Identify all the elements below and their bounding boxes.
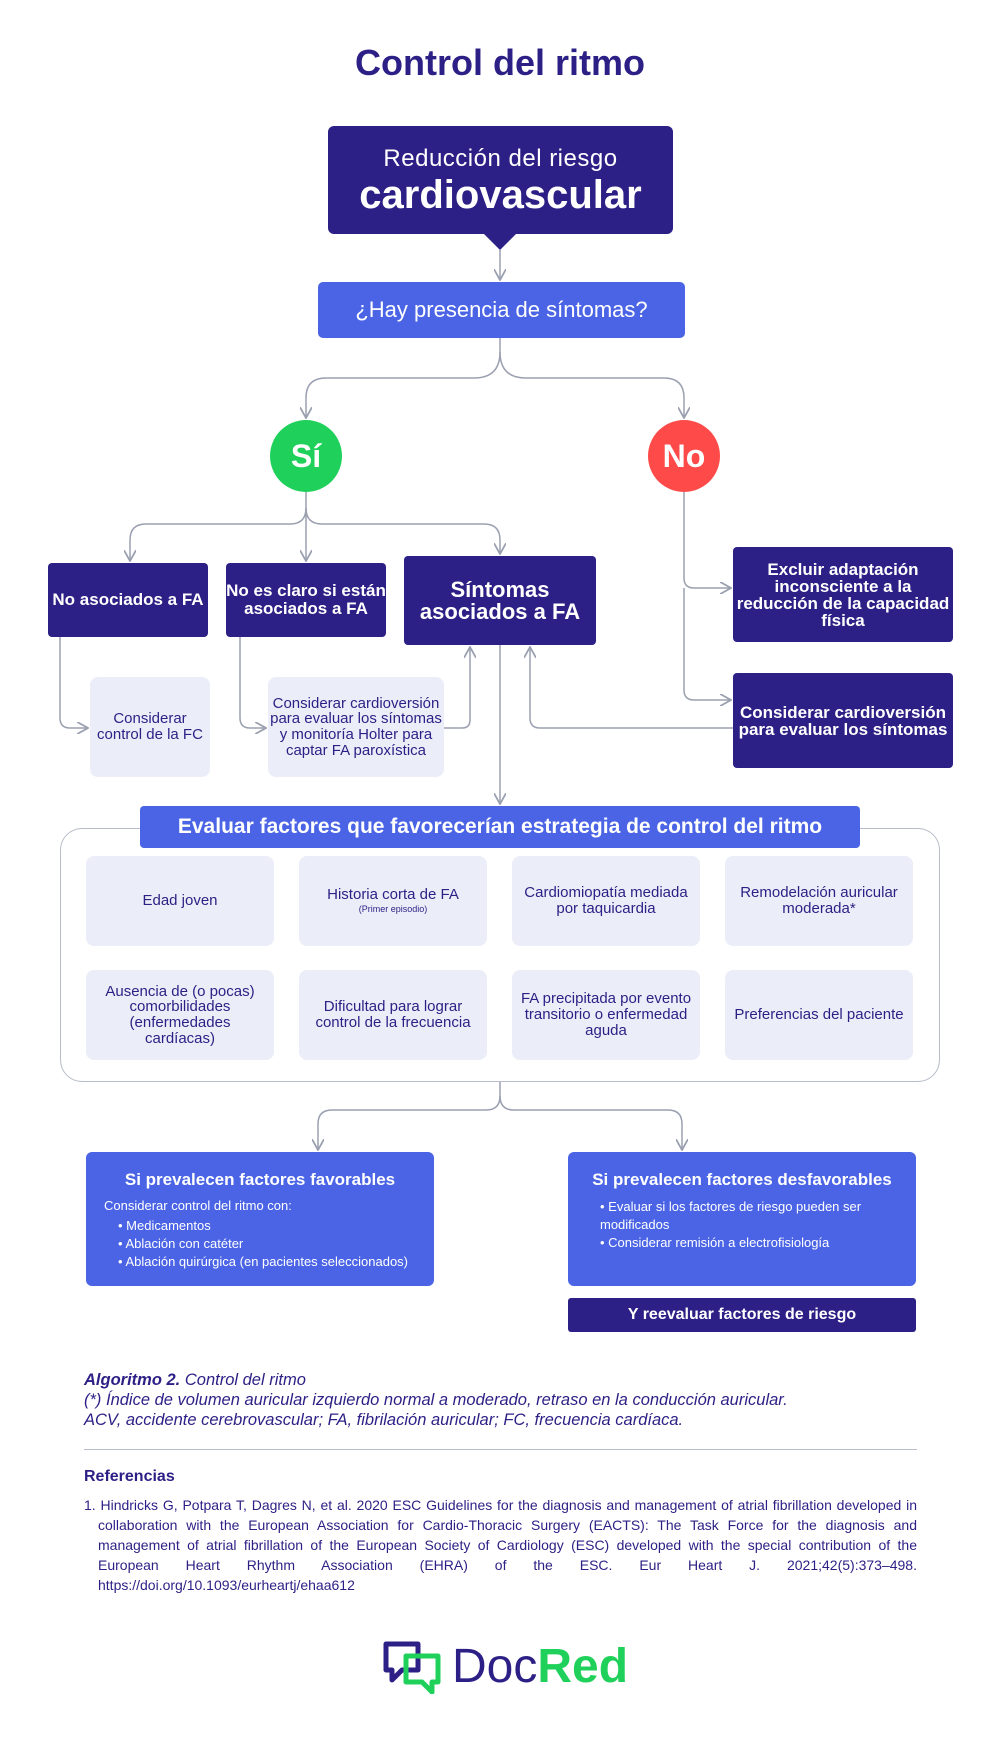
top-box-pointer — [483, 233, 517, 250]
logo-text-doc: Doc — [451, 1639, 538, 1693]
consider-cardioversion-no-box: Considerar cardioversión para evaluar lo… — [733, 673, 953, 768]
caption-note: (*) Índice de volumen auricular izquierd… — [84, 1391, 788, 1410]
yes-node: Sí — [270, 420, 342, 492]
factor-transient-event: FA precipitada por evento transitorio o … — [512, 970, 700, 1060]
list-item: Evaluar si los factores de riesgo pueden… — [600, 1198, 898, 1234]
reference-item: 1. Hindricks G, Potpara T, Dagres N, et … — [84, 1497, 917, 1593]
caption-label: Algoritmo 2. — [84, 1371, 181, 1389]
no-node: No — [648, 420, 720, 492]
caption-title-line: Algoritmo 2. Control del ritmo — [84, 1370, 934, 1390]
symptoms-question: ¿Hay presencia de síntomas? — [318, 282, 685, 338]
divider — [84, 1449, 917, 1450]
caption-title: Control del ritmo — [184, 1371, 306, 1389]
page-title: Control del ritmo — [355, 42, 645, 83]
factor-note: (Primer episodio) — [358, 904, 428, 915]
chat-bubbles-icon — [383, 1641, 441, 1694]
exclude-adaptation-box: Excluir adaptación inconsciente a la red… — [733, 547, 953, 642]
not-associated-box: No asociados a FA — [48, 563, 208, 637]
list-item: Considerar remisión a electrofisiología — [600, 1234, 898, 1252]
references-title: Referencias — [84, 1468, 175, 1485]
unfavorable-title: Si prevalecen factores desfavorables — [592, 1170, 892, 1189]
associated-symptoms-box: Síntomas asociados a FA — [404, 556, 596, 645]
factor-short-history: Historia corta de FA (Primer episodio) — [299, 856, 487, 946]
unfavorable-factors-box: Si prevalecen factores desfavorables Eva… — [568, 1152, 916, 1286]
factor-label: Edad joven — [142, 892, 218, 910]
favorable-title: Si prevalecen factores favorables — [124, 1170, 396, 1189]
factor-young-age: Edad joven — [86, 856, 274, 946]
factor-label: Cardiomiopatía mediada por taquicardia — [524, 884, 688, 917]
list-item: Ablación con catéter — [118, 1235, 416, 1253]
factor-label: Remodelación auricular moderada* — [740, 884, 898, 917]
favorable-intro: Considerar control del ritmo con: — [104, 1198, 292, 1213]
factor-label: Historia corta de FA — [327, 886, 459, 904]
top-box-line1: Reducción del riesgo — [383, 145, 618, 172]
favorable-factors-box: Si prevalecen factores favorables Consid… — [86, 1152, 434, 1286]
factor-patient-preference: Preferencias del paciente — [725, 970, 913, 1060]
factor-label: FA precipitada por evento transitorio o … — [520, 990, 692, 1039]
cardiovascular-risk-box: Reducción del riesgo cardiovascular — [328, 126, 673, 234]
factor-rate-control-difficulty: Dificultad para lograr control de la fre… — [299, 970, 487, 1060]
factor-cardiomyopathy: Cardiomiopatía mediada por taquicardia — [512, 856, 700, 946]
consider-cardioversion-holter-box: Considerar cardioversión para evaluar lo… — [268, 677, 444, 777]
unclear-association-box: No es claro si están asociados a FA — [226, 563, 386, 637]
unfavorable-list: Evaluar si los factores de riesgo pueden… — [586, 1198, 898, 1253]
caption-abbreviations: ACV, accidente cerebrovascular; FA, fibr… — [84, 1411, 684, 1430]
factor-few-comorbidities: Ausencia de (o pocas) comorbilidades (en… — [86, 970, 274, 1060]
top-box-line2: cardiovascular — [359, 173, 642, 217]
factor-label: Dificultad para lograr control de la fre… — [315, 998, 471, 1031]
reevaluate-risk-box: Y reevaluar factores de riesgo — [568, 1298, 916, 1332]
evaluate-factors-title: Evaluar factores que favorecerían estrat… — [140, 806, 860, 848]
factor-label: Ausencia de (o pocas) comorbilidades (en… — [105, 982, 255, 1047]
favorable-list: Medicamentos Ablación con catéter Ablaci… — [104, 1217, 416, 1272]
factor-label: Preferencias del paciente — [734, 1006, 904, 1024]
list-item: Ablación quirúrgica (en pacientes selecc… — [118, 1253, 416, 1271]
figure-caption: Algoritmo 2. Control del ritmo (*) Índic… — [84, 1370, 934, 1430]
factor-atrial-remodeling: Remodelación auricular moderada* — [725, 856, 913, 946]
consider-rate-control-box: Considerar control de la FC — [90, 677, 210, 777]
logo-text-red: Red — [537, 1639, 629, 1693]
list-item: Medicamentos — [118, 1217, 416, 1235]
